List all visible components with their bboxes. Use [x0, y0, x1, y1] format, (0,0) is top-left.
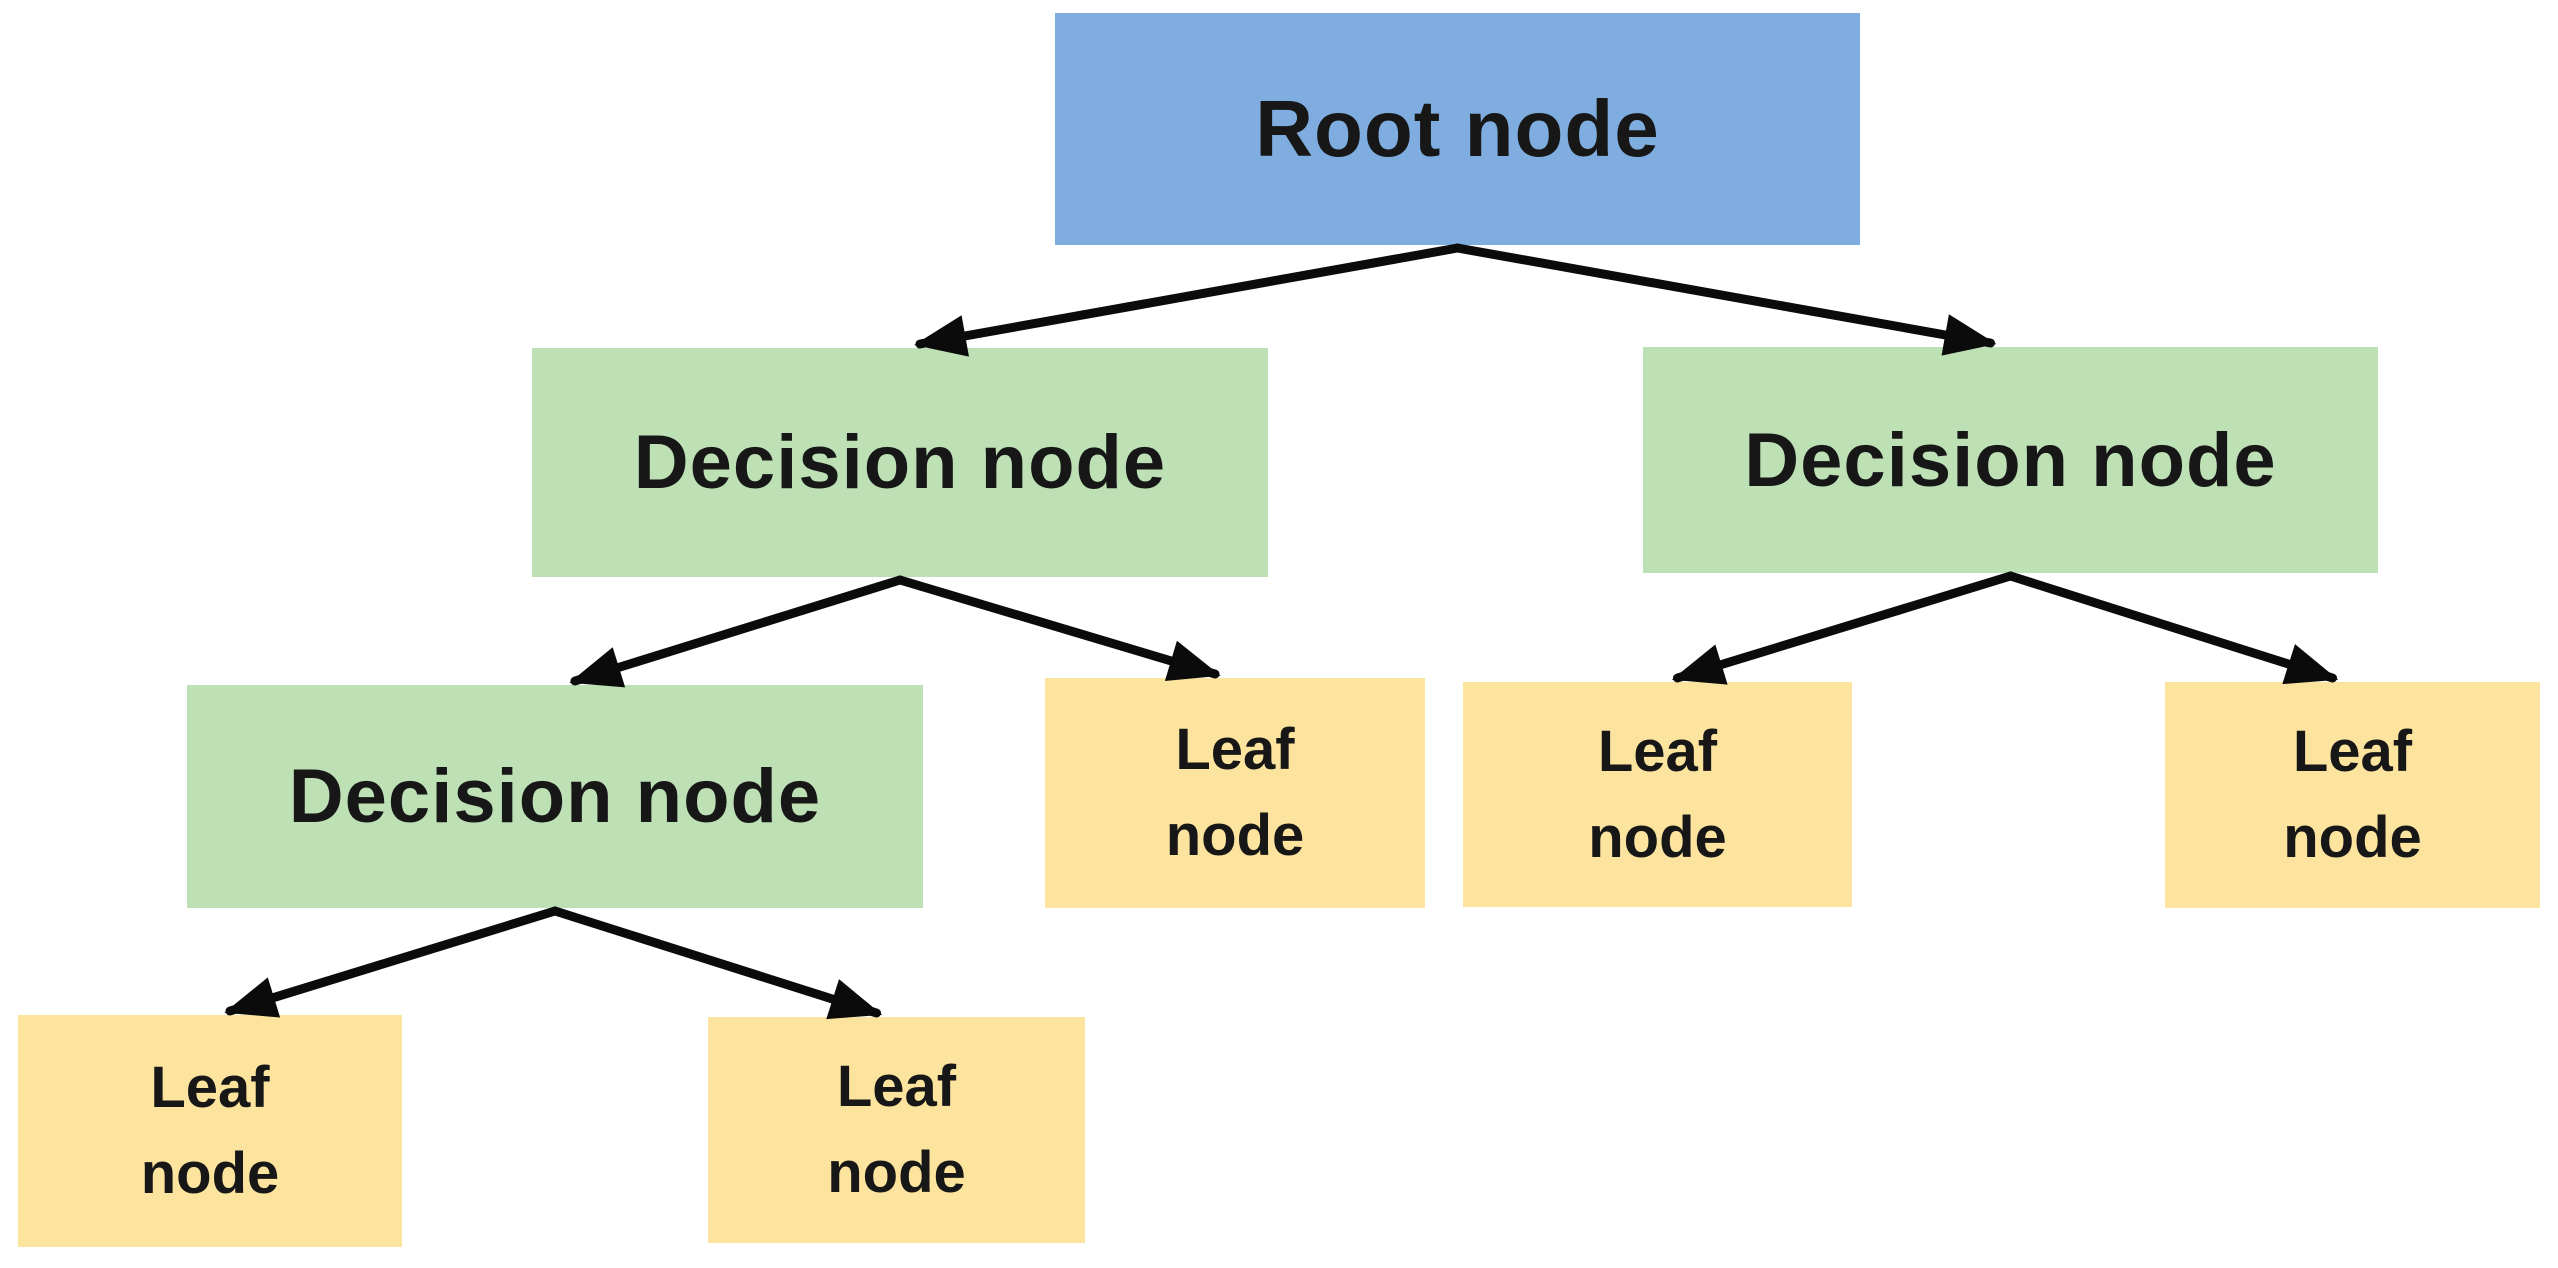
node-root-root: Root node: [1055, 13, 1860, 245]
edge-d2-to-l2: [1671, 571, 2015, 685]
node-l2-leaf: Leaf node: [1463, 682, 1852, 907]
node-label-line: node: [827, 1140, 966, 1205]
node-label: Leaf node: [2283, 709, 2422, 881]
edge-root-to-d1: [914, 243, 1462, 357]
node-d1-decision: Decision node: [532, 348, 1268, 577]
node-label: Leaf node: [141, 1045, 280, 1217]
node-label-line: Decision node: [288, 754, 822, 839]
node-label-line: Leaf: [2292, 719, 2413, 785]
node-l3-leaf: Leaf node: [2165, 682, 2540, 908]
node-l1-leaf: Leaf node: [1045, 678, 1425, 908]
edge-d3-to-l5: [550, 906, 883, 1020]
node-label-line: Leaf: [1175, 717, 1295, 783]
node-l4-leaf: Leaf node: [18, 1015, 402, 1247]
edge-d1-to-d3: [569, 575, 905, 688]
node-label: Root node: [1255, 83, 1659, 175]
node-label: Leaf node: [1588, 709, 1727, 881]
node-l5-leaf: Leaf node: [708, 1017, 1085, 1243]
node-label-line: Root node: [1255, 84, 1660, 173]
edge-root-to-d2: [1453, 243, 1997, 356]
edge-d2-to-l3: [2006, 571, 2339, 685]
node-label-line: Leaf: [150, 1055, 270, 1121]
node-label-line: Leaf: [1597, 718, 1718, 784]
node-label: Decision node: [1744, 417, 2276, 504]
node-label: Leaf node: [827, 1044, 966, 1216]
node-label-line: node: [140, 1141, 280, 1206]
node-label: Decision node: [634, 419, 1166, 506]
node-label-line: node: [2283, 805, 2422, 870]
node-d2-decision: Decision node: [1643, 347, 2378, 573]
node-label-line: Decision node: [1744, 417, 2277, 503]
node-label: Decision node: [289, 753, 821, 840]
node-d3-decision: Decision node: [187, 685, 923, 908]
node-label-line: Decision node: [633, 420, 1167, 505]
edge-d1-to-l1: [895, 575, 1221, 681]
node-label-line: Leaf: [836, 1054, 957, 1120]
edge-d3-to-l4: [224, 906, 560, 1018]
node-label-line: node: [1588, 804, 1727, 870]
node-label: Leaf node: [1166, 707, 1305, 879]
node-label-line: node: [1165, 803, 1305, 868]
